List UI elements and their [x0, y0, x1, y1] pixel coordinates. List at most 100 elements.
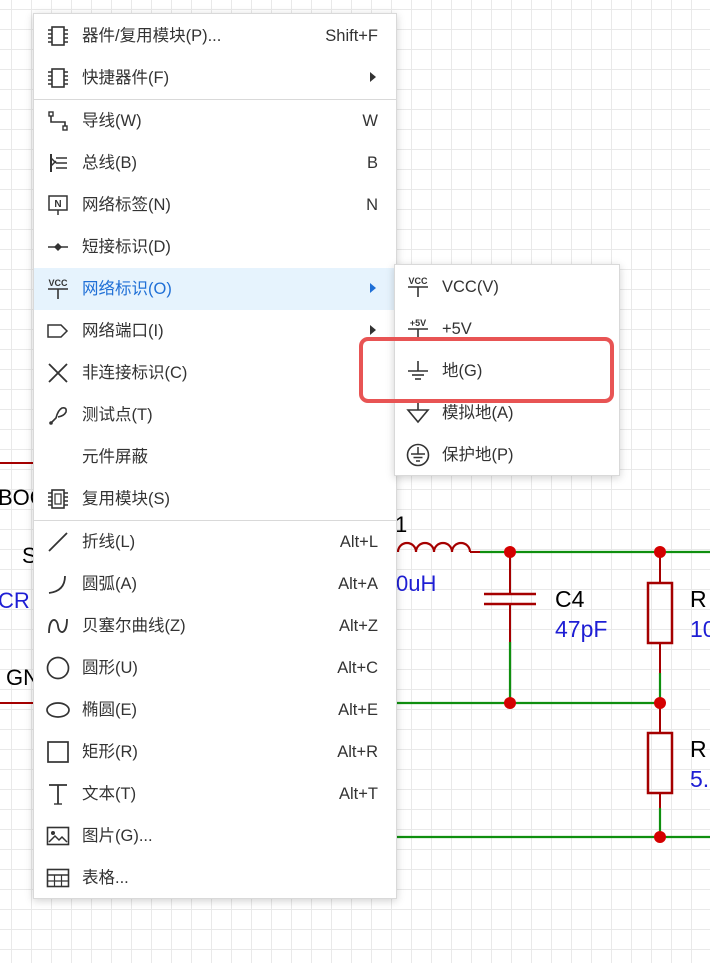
menu-item-label: 复用模块(S): [82, 490, 170, 508]
short-flag-icon: [45, 235, 71, 259]
menu-item-shortcut: Shift+F: [325, 27, 378, 45]
bus-icon: [45, 151, 71, 175]
menu-item-net-flag[interactable]: VCC 网络标识(O): [34, 268, 396, 310]
net-port-icon: [45, 319, 71, 343]
resistor-body: [646, 581, 674, 645]
menu-item-shortcut: Alt+R: [337, 743, 378, 761]
menu-item-label: 网络标签(N): [82, 196, 171, 214]
inductor-value: 0uH: [396, 571, 436, 596]
svg-text:VCC: VCC: [48, 278, 68, 288]
menu-item-bezier[interactable]: 贝塞尔曲线(Z) Alt+Z: [34, 605, 396, 647]
submenu-item-vcc[interactable]: VCC VCC(V): [395, 266, 619, 308]
menu-item-net-label[interactable]: N 网络标签(N) N: [34, 184, 396, 226]
menu-item-ellipse[interactable]: 椭圆(E) Alt+E: [34, 689, 396, 731]
menu-item-label: 矩形(R): [82, 743, 138, 761]
menu-item-component-shield[interactable]: 元件屏蔽: [34, 436, 396, 478]
analog-ground-icon: [405, 401, 431, 425]
menu-item-label: 圆形(U): [82, 659, 138, 677]
menu-divider: [34, 520, 396, 521]
menu-item-label: 表格...: [82, 869, 129, 887]
menu-item-label: 贝塞尔曲线(Z): [82, 617, 186, 635]
menu-item-label: 短接标识(D): [82, 238, 171, 256]
menu-item-label: 折线(L): [82, 533, 136, 551]
r-top-ref: R: [690, 586, 707, 612]
menu-item-label: 非连接标识(C): [82, 364, 188, 382]
menu-item-label: 元件屏蔽: [82, 448, 148, 466]
menu-item-circle[interactable]: 圆形(U) Alt+C: [34, 647, 396, 689]
net-label-icon: N: [45, 193, 71, 217]
junction-dot: [504, 546, 516, 558]
menu-item-shortcut: Alt+C: [337, 659, 378, 677]
chevron-right-icon: [370, 283, 376, 293]
chip-icon: [45, 66, 71, 90]
menu-item-device[interactable]: 器件/复用模块(P)... Shift+F: [34, 15, 396, 57]
inductor-ref: 1: [395, 512, 407, 537]
menu-item-test-point[interactable]: 测试点(T): [34, 394, 396, 436]
inductor-symbol: [396, 541, 472, 553]
submenu-item-label: 保护地(P): [442, 446, 514, 464]
c4-ref: C4: [555, 586, 585, 612]
menu-item-image[interactable]: 图片(G)...: [34, 815, 396, 857]
protective-ground-icon: [405, 443, 431, 467]
menu-item-label: 器件/复用模块(P)...: [82, 27, 222, 45]
submenu-item-label: 地(G): [442, 362, 483, 380]
submenu-item-protective-ground[interactable]: 保护地(P): [395, 434, 619, 476]
chip-icon: [45, 24, 71, 48]
test-point-icon: [45, 403, 71, 427]
menu-item-label: 椭圆(E): [82, 701, 137, 719]
menu-item-shortcut: Alt+L: [339, 533, 378, 551]
menu-item-wire[interactable]: 导线(W) W: [34, 100, 396, 142]
menu-item-reuse-module[interactable]: 复用模块(S): [34, 478, 396, 520]
chevron-right-icon: [370, 325, 376, 335]
chevron-right-icon: [370, 72, 376, 82]
submenu-item-analog-ground[interactable]: 模拟地(A): [395, 392, 619, 434]
menu-item-bus[interactable]: 总线(B) B: [34, 142, 396, 184]
bezier-icon: [45, 614, 71, 638]
menu-item-shortcut: B: [366, 154, 378, 172]
menu-item-shortcut: Alt+E: [338, 701, 378, 719]
menu-item-polyline[interactable]: 折线(L) Alt+L: [34, 521, 396, 563]
junction-dot: [654, 546, 666, 558]
menu-item-shortcut: Alt+T: [339, 785, 378, 803]
menu-item-label: 测试点(T): [82, 406, 153, 424]
menu-item-net-port[interactable]: 网络端口(I): [34, 310, 396, 352]
svg-text:N: N: [54, 199, 61, 210]
menu-item-label: 网络端口(I): [82, 322, 164, 340]
menu-item-quick-device[interactable]: 快捷器件(F): [34, 57, 396, 99]
junction-dot: [504, 697, 516, 709]
menu-item-shortcut: N: [366, 196, 378, 214]
vcc-icon-text: VCC: [408, 276, 428, 286]
submenu-item-ground[interactable]: 地(G): [395, 350, 619, 392]
menu-item-label: 快捷器件(F): [82, 69, 170, 87]
table-icon: [45, 866, 71, 890]
menu-item-no-connect[interactable]: 非连接标识(C): [34, 352, 396, 394]
menu-item-rectangle[interactable]: 矩形(R) Alt+R: [34, 731, 396, 773]
junction-dot: [654, 697, 666, 709]
plus5v-icon-text: +5V: [410, 318, 426, 328]
junction-dot: [654, 831, 666, 843]
circle-icon: [45, 656, 71, 680]
menu-item-short-flag[interactable]: 短接标识(D): [34, 226, 396, 268]
r-top-value: 10: [690, 616, 710, 642]
menu-item-table[interactable]: 表格...: [34, 857, 396, 899]
resistor-body: [646, 731, 674, 795]
vcc-icon: VCC: [45, 277, 71, 301]
menu-item-label: 圆弧(A): [82, 575, 137, 593]
ground-icon: [405, 359, 431, 383]
menu-item-label: 文本(T): [82, 785, 137, 803]
vcc-icon: VCC: [405, 275, 431, 299]
menu-item-arc[interactable]: 圆弧(A) Alt+A: [34, 563, 396, 605]
r-bottom-value: 5.: [690, 766, 709, 792]
submenu-item-plus5v[interactable]: +5V +5V: [395, 308, 619, 350]
menu-item-text[interactable]: 文本(T) Alt+T: [34, 773, 396, 815]
menu-item-label: 网络标识(O): [82, 280, 172, 298]
r-bottom-ref: R: [690, 736, 707, 762]
c4-value: 47pF: [555, 616, 607, 642]
module-icon: [45, 487, 71, 511]
menu-item-label: 图片(G)...: [82, 827, 153, 845]
menu-item-label: 总线(B): [82, 154, 137, 172]
menu-item-label: 导线(W): [82, 112, 142, 130]
arc-icon: [45, 572, 71, 596]
submenu-item-label: 模拟地(A): [442, 404, 514, 422]
submenu-item-label: VCC(V): [442, 278, 499, 296]
